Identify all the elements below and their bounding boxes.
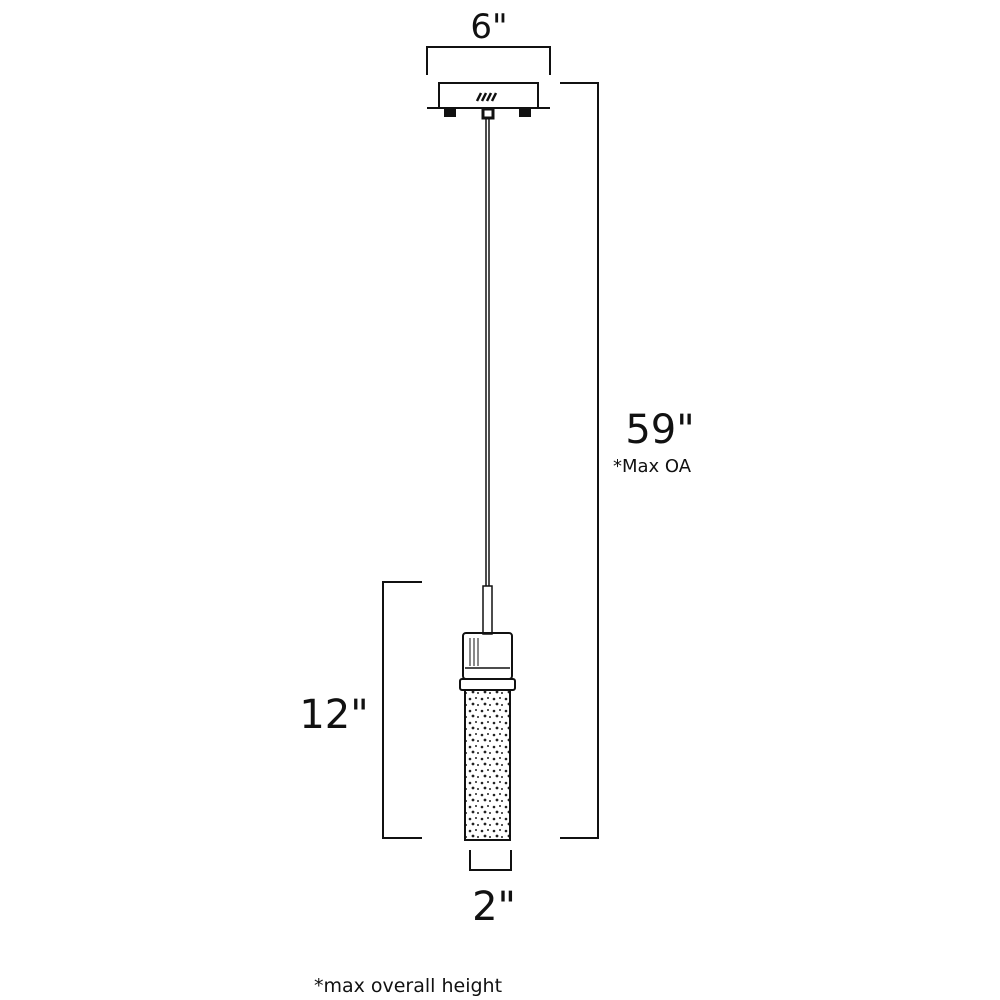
overall-height-bracket: [560, 82, 599, 839]
fixture-height-bracket: [382, 581, 422, 839]
footnote: *max overall height: [314, 975, 502, 997]
fixture-width-label: 2": [472, 884, 516, 930]
fixture-height-label: 12": [299, 692, 368, 738]
fixture-width-bracket: [469, 850, 512, 871]
canopy-width-bracket: [426, 46, 551, 75]
canopy: [427, 82, 550, 120]
pendant-fixture: [459, 585, 516, 841]
overall-height-label: 59": [625, 407, 694, 453]
canopy-width-label: 6": [470, 7, 507, 47]
cord: [485, 118, 490, 586]
overall-height-note: *Max OA: [613, 456, 692, 477]
